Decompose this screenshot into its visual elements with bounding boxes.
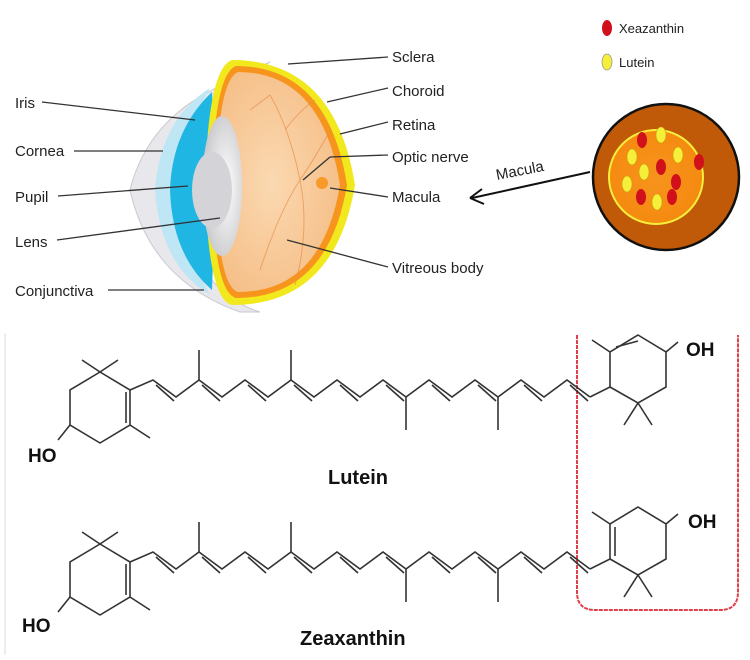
lutein-oh-group: OH [686,340,715,361]
double-bond [431,556,451,574]
zeaxanthin-molecule [694,154,704,170]
legend-zeaxanthin-label: Xeazanthin [619,21,684,36]
zeaxanthin-molecule [656,159,666,175]
double-bond [201,384,221,402]
zeaxanthin-name: Zeaxanthin [300,628,406,650]
double-bond [155,556,175,574]
lutein-molecule [621,175,633,193]
zeaxanthin-structure [57,506,679,616]
bond [589,386,611,398]
double-bond [569,556,589,574]
pupil-area [192,152,232,228]
double-bond [385,384,405,402]
double-bond [569,384,589,402]
label-retina: Retina [392,117,436,134]
label-cornea: Cornea [15,143,65,160]
bond-to-oh [665,513,679,525]
double-bond [293,384,313,402]
double-bond [247,384,267,402]
iris [170,92,214,290]
methyl [623,402,639,426]
double-bond [477,556,497,574]
macula-arrow: Macula [469,158,591,205]
double-bond [201,556,221,574]
label-optic-nerve: Optic nerve [392,149,469,166]
right-ring [609,334,667,404]
vitreous-body [216,72,340,292]
label-conjunctiva: Conjunctiva [15,283,94,300]
macula-arrow-label: Macula [495,158,546,184]
lutein-molecule [651,193,663,211]
label-pupil: Pupil [15,189,48,206]
label-vitreous-body: Vitreous body [392,260,484,277]
lutein-molecule [638,163,650,181]
methyl [129,424,151,439]
methyl [591,511,611,525]
left-ring [69,543,131,616]
double-bond [385,556,405,574]
eye-labels: Iris Cornea Pupil Lens Conjunctiva Scler… [15,49,484,300]
methyl-hashed [81,531,101,545]
zeaxanthin-molecule [671,174,681,190]
legend-zeaxanthin-swatch [602,20,612,36]
methyl [99,359,119,373]
double-bond [523,384,543,402]
double-bond [523,556,543,574]
lutein-ho-group: HO [28,446,57,467]
lutein-molecule [672,146,684,164]
lutein-structure [57,334,679,444]
lutein-molecule [655,126,667,144]
polyene-chain [129,551,591,570]
legend: Xeazanthin Lutein [601,20,684,71]
bond [589,558,611,570]
left-ring [69,371,131,444]
bond-to-ho [57,424,71,441]
highlight-box [576,335,739,611]
methyl [591,339,611,353]
methyl-hashed [637,574,653,598]
legend-lutein-label: Lutein [619,55,654,70]
zeaxanthin-molecule [667,189,677,205]
label-choroid: Choroid [392,83,445,100]
methyl-hashed [637,402,653,426]
zeaxanthin-molecule [637,132,647,148]
double-bond [155,384,175,402]
double-bond [339,556,359,574]
double-bond [247,556,267,574]
macula-spot [316,177,328,189]
double-bond [477,384,497,402]
label-sclera: Sclera [392,49,435,66]
lutein-name: Lutein [328,467,388,489]
zeaxanthin-ho-group: HO [22,616,51,637]
methyl [623,574,639,598]
right-ring [609,506,667,576]
macula-closeup [591,102,741,252]
blood-vessels [249,94,331,286]
zeaxanthin-oh-group: OH [688,512,717,533]
methyl [129,596,151,611]
double-bond [339,384,359,402]
bond-to-ho [57,596,71,613]
legend-lutein-swatch [601,53,613,71]
label-lens: Lens [15,234,48,251]
methyl-hashed [81,359,101,373]
leader-lines [41,56,389,291]
methyl [99,531,119,545]
polyene-chain [129,379,591,398]
double-bond [615,340,639,348]
eye-illustration [129,60,355,313]
double-bond [431,384,451,402]
zeaxanthin-molecule [636,189,646,205]
lutein-molecule [626,148,638,166]
bond-to-oh [665,341,679,353]
label-macula: Macula [392,189,441,206]
label-iris: Iris [15,95,35,112]
double-bond [293,556,313,574]
